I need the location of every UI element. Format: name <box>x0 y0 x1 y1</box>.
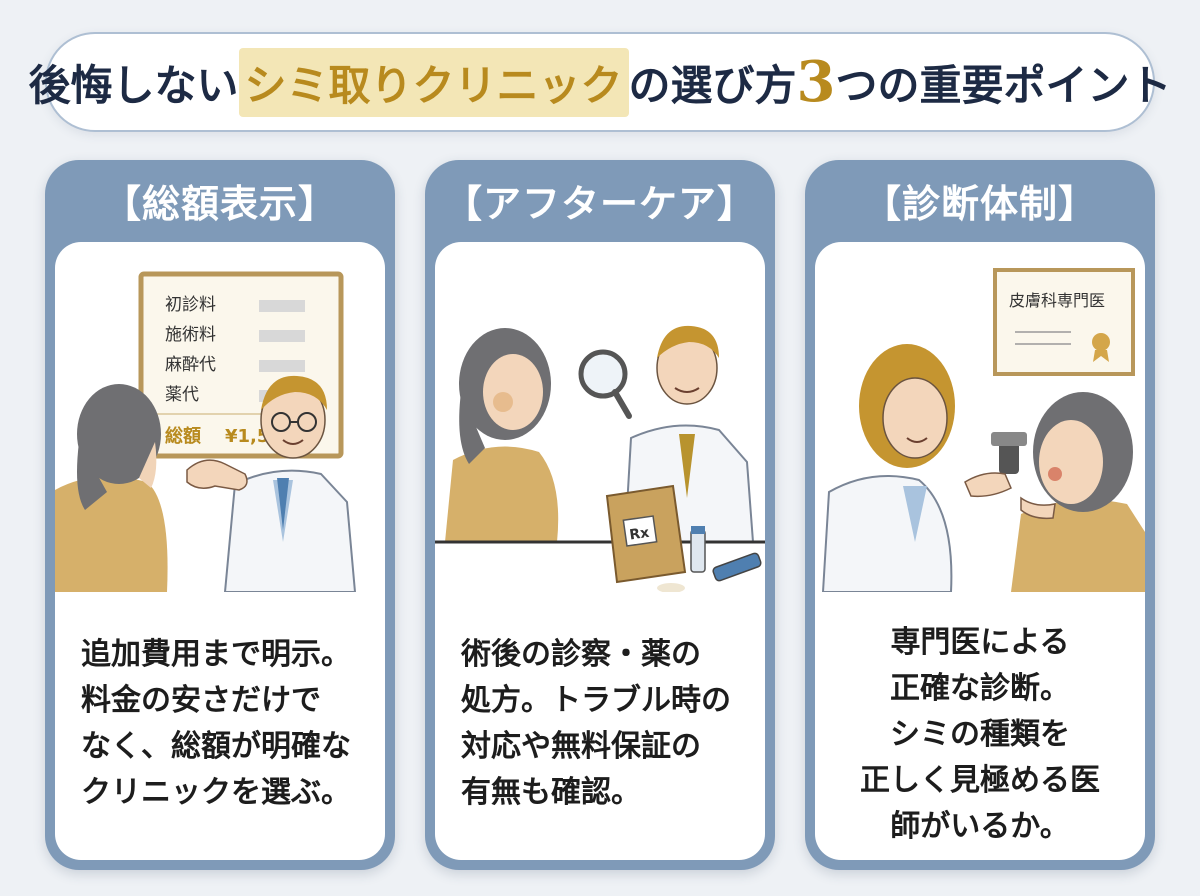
board-item: 薬代 <box>165 385 199 405</box>
seal-icon <box>1092 333 1110 351</box>
dermatoscope-icon <box>999 440 1019 474</box>
doctor-face <box>882 377 948 459</box>
certificate-frame <box>993 268 1135 376</box>
board-total-label: 総額 <box>165 425 201 447</box>
title-number: 3 <box>796 49 836 115</box>
description-line: 専門医による <box>890 625 1070 660</box>
description-line: 正しく見極める医 <box>860 763 1100 798</box>
doctor-hair <box>261 375 327 410</box>
cream-tube-icon <box>712 552 762 582</box>
title-suffix: つの重要ポイント <box>835 60 1172 110</box>
board-item: 麻酔代 <box>165 355 216 375</box>
price-board-illustration: 初診料 施術料 麻酔代 薬代 総額 ¥1,500 <box>55 271 357 592</box>
card-panel: Rx 術後の診察・薬の 処方。トラブル時の 対応や無料保証の 有無も確認。 <box>435 242 765 860</box>
magnifier-icon <box>578 349 628 399</box>
description-line: 師がいるか。 <box>890 809 1070 844</box>
doctor-coat <box>821 475 953 592</box>
card-aftercare: 【アフターケア】 Rx <box>425 160 775 870</box>
card-description: 追加費用まで明示。 料金の安さだけで なく、総額が明確な クリニックを選ぶ。 <box>55 632 385 816</box>
patient-body <box>55 476 168 592</box>
patient-face <box>1039 420 1103 504</box>
tube-icon <box>690 529 706 573</box>
description-line: 料金の安さだけで <box>81 683 321 718</box>
card-description: 術後の診察・薬の 処方。トラブル時の 対応や無料保証の 有無も確認。 <box>435 632 765 816</box>
patient-body <box>1011 499 1145 592</box>
card-total-price: 【総額表示】 初診料 施術料 麻酔代 薬代 総額 ¥1,500 <box>45 160 395 870</box>
card-heading: 【アフターケア】 <box>443 181 756 226</box>
board-item: 初診料 <box>165 295 216 315</box>
skin-spot <box>1048 467 1062 481</box>
patient-hair <box>77 384 161 484</box>
description-line: クリニックを選ぶ。 <box>81 775 351 810</box>
card-panel: 初診料 施術料 麻酔代 薬代 総額 ¥1,500 <box>55 242 385 860</box>
board-item: 施術料 <box>165 325 216 345</box>
page-title: 後悔しない シミ取りクリニック の選び方 3 つの重要ポイント <box>28 32 1172 132</box>
skin-spot <box>493 392 513 412</box>
title-mid: の選び方 <box>628 60 797 110</box>
description-line: 正確な診断。 <box>890 671 1070 706</box>
description-line: 有無も確認。 <box>461 775 641 810</box>
patient-body <box>445 446 559 542</box>
aftercare-illustration: Rx <box>435 325 765 592</box>
card-description: 専門医による 正確な診断。 シミの種類を 正しく見極める医 師がいるか。 <box>815 620 1145 850</box>
description-line: 対応や無料保証の <box>461 729 701 764</box>
card-heading: 【診断体制】 <box>862 181 1097 226</box>
description-line: 追加費用まで明示。 <box>81 637 351 672</box>
description-line: なく、総額が明確な <box>81 729 351 764</box>
certificate-title: 皮膚科専門医 <box>1009 291 1105 310</box>
description-line: 術後の診察・薬の <box>461 637 701 672</box>
title-prefix: 後悔しない <box>28 60 239 110</box>
card-diagnosis: 【診断体制】 皮膚科専門医 専門 <box>805 160 1155 870</box>
title-highlight: シミ取りクリニック <box>238 47 629 117</box>
doctor-hand <box>186 459 248 491</box>
patient-face <box>483 354 543 430</box>
bag-label: Rx <box>628 525 650 544</box>
description-line: シミの種類を <box>890 717 1070 752</box>
description-line: 処方。トラブル時の <box>461 683 731 718</box>
card-panel: 皮膚科専門医 専門医による 正確な診断。 シミの種類を <box>815 242 1145 860</box>
card-heading: 【総額表示】 <box>102 181 337 226</box>
doctor-hair <box>657 325 719 358</box>
diagnosis-illustration: 皮膚科専門医 <box>821 268 1145 592</box>
